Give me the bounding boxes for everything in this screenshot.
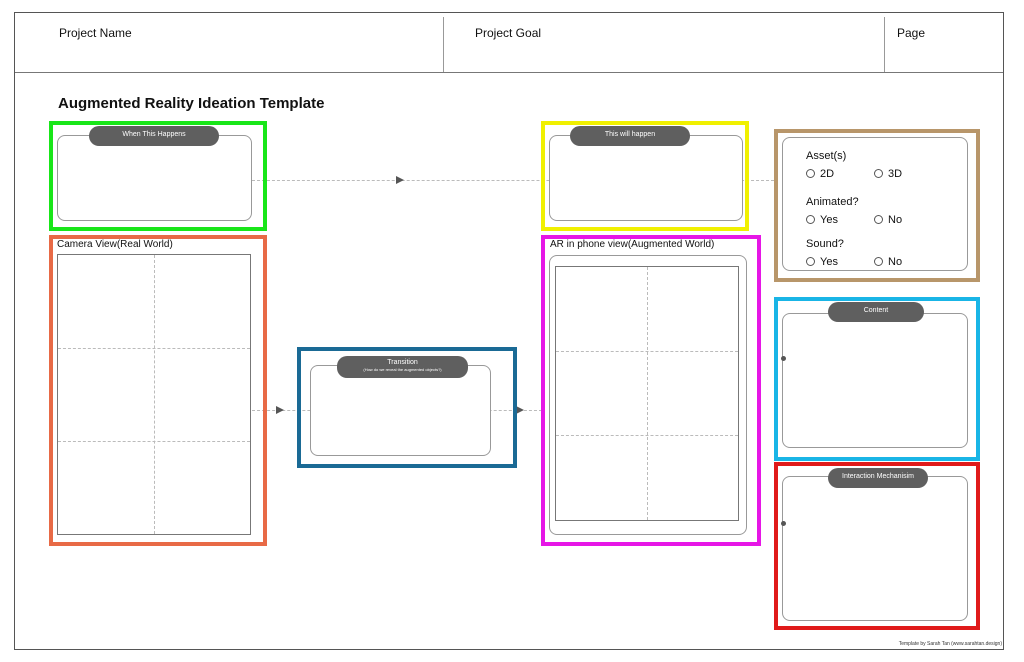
this-will-happen-frame: This will happen: [541, 121, 749, 231]
content-box[interactable]: [782, 313, 968, 448]
ar-phone-view-label: AR in phone view(Augmented World): [550, 239, 715, 250]
radio-animated-no[interactable]: No: [874, 214, 902, 226]
template-sheet: Project Name Project Goal Page: [14, 12, 1004, 650]
radio-sound-no[interactable]: No: [874, 256, 902, 268]
phone-outline: [549, 255, 747, 535]
grid-line: [647, 267, 648, 520]
when-this-happens-pill: When This Happens: [89, 126, 219, 146]
project-name-label: Project Name: [59, 26, 132, 40]
grid-line: [154, 255, 155, 534]
page-title: Augmented Reality Ideation Template: [58, 95, 325, 112]
arrow-right-icon: [396, 176, 404, 184]
when-this-happens-box[interactable]: [57, 135, 252, 221]
radio-circle-icon: [806, 168, 815, 178]
interaction-mechanism-box[interactable]: [782, 476, 968, 621]
this-will-happen-box[interactable]: [549, 135, 743, 221]
radio-3d[interactable]: 3D: [874, 168, 902, 180]
radio-circle-icon: [806, 256, 815, 266]
when-this-happens-frame: When This Happens: [49, 121, 267, 231]
radio-2d[interactable]: 2D: [806, 168, 834, 180]
transition-box[interactable]: [310, 365, 491, 456]
assets-question: Asset(s): [806, 150, 847, 162]
transition-pill: Transition (How do we reveal the augment…: [337, 356, 468, 378]
grid-line: [556, 351, 738, 352]
camera-view-frame: Camera View(Real World): [49, 235, 267, 546]
page-label: Page: [897, 26, 926, 40]
asset-options-frame: Asset(s) 2D 3D Animated? Yes No Sound? Y…: [774, 129, 980, 282]
animated-question: Animated?: [806, 196, 859, 208]
ar-view-canvas[interactable]: [555, 266, 739, 521]
radio-animated-yes[interactable]: Yes: [806, 214, 838, 226]
arrow-right-icon: [276, 406, 284, 414]
radio-circle-icon: [874, 168, 883, 178]
grid-line: [556, 435, 738, 436]
project-goal-label: Project Goal: [475, 26, 542, 40]
radio-sound-yes[interactable]: Yes: [806, 256, 838, 268]
template-credit: Template by Sarah Tan (www.sarahtan.desi…: [898, 641, 1002, 647]
header-separator: [443, 17, 444, 72]
connector-top: [252, 180, 774, 181]
bullet-dot-icon: [781, 521, 786, 526]
radio-circle-icon: [806, 214, 815, 224]
this-will-happen-pill: This will happen: [570, 126, 690, 146]
header-divider: [15, 72, 1003, 73]
content-frame: Content: [774, 297, 980, 461]
interaction-mechanism-pill: Interaction Mechanisim: [828, 468, 928, 488]
grid-line: [58, 348, 250, 349]
camera-view-canvas[interactable]: [57, 254, 251, 535]
radio-circle-icon: [874, 214, 883, 224]
interaction-mechanism-frame: Interaction Mechanisim: [774, 462, 980, 630]
arrow-right-icon: [516, 406, 524, 414]
transition-frame: Transition (How do we reveal the augment…: [297, 347, 517, 468]
camera-view-label: Camera View(Real World): [57, 239, 173, 250]
asset-options-box: Asset(s) 2D 3D Animated? Yes No Sound? Y…: [782, 137, 968, 271]
radio-circle-icon: [874, 256, 883, 266]
sound-question: Sound?: [806, 238, 844, 250]
header-separator: [884, 17, 885, 72]
content-pill: Content: [828, 302, 924, 322]
grid-line: [58, 441, 250, 442]
bullet-dot-icon: [781, 356, 786, 361]
ar-phone-view-frame: AR in phone view(Augmented World): [541, 235, 761, 546]
